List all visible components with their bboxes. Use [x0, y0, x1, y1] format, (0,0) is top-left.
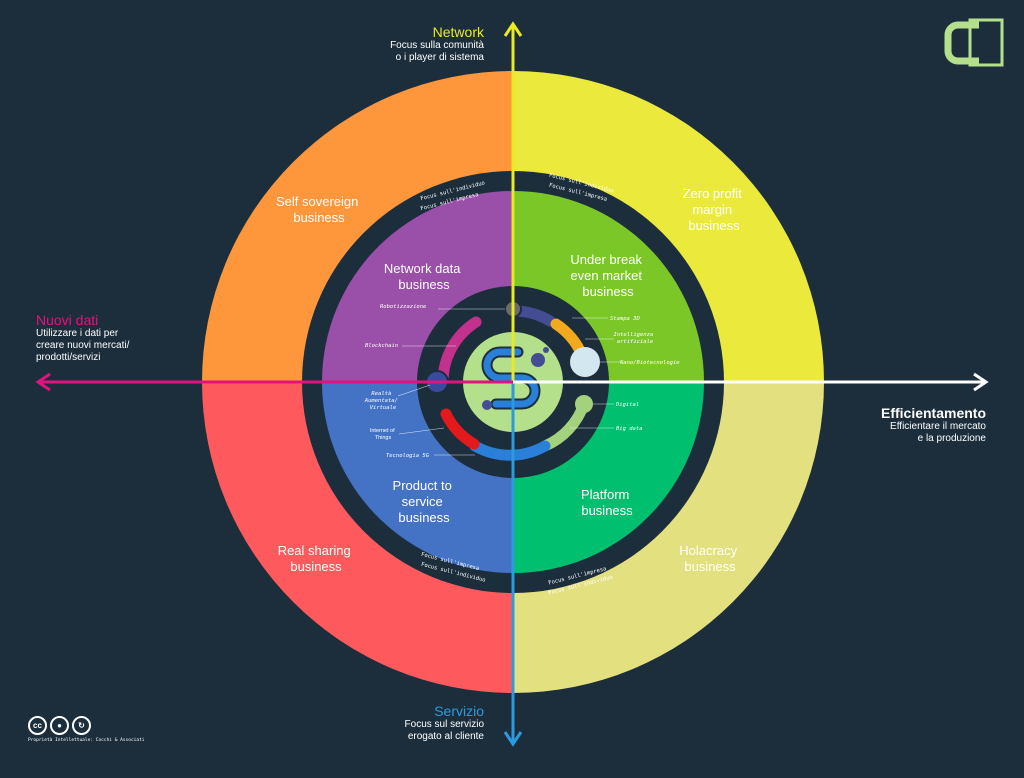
cc-icon: cc [28, 716, 47, 735]
axis-label-nuovi-dati: Nuovi dati Utilizzare i dati per creare … [36, 312, 186, 364]
arrow-network [503, 21, 523, 37]
axis-title-servizio: Servizio [434, 703, 484, 719]
brand-logo [944, 18, 1004, 67]
tech-label-stampa-3d: Stampa 3D [610, 316, 640, 322]
arrow-servizio [503, 731, 523, 747]
axis-label-network: Network Focus sulla comunità o i player … [360, 24, 484, 64]
tech-label-digital: Digital [615, 402, 639, 408]
arrow-efficientamento [973, 372, 989, 392]
axis-desc-nuovi-dati-1: Utilizzare i dati per [36, 328, 119, 339]
tech-label-5g: Tecnologia 5G [386, 453, 430, 459]
tech-label-big-data: Big data [616, 426, 643, 432]
tech-label-blockchain: Blockchain [365, 343, 398, 349]
axis-desc-efficientamento-1: Efficientare il mercato [890, 421, 986, 432]
arrow-nuovi-dati [35, 372, 51, 392]
leader-lines [397, 308, 620, 456]
tech-label-iot: Internet of Things [370, 428, 396, 441]
inner-label-top-left: Network data business [384, 261, 464, 292]
axis-desc-nuovi-dati-3: prodotti/servizi [36, 352, 101, 363]
axis-desc-nuovi-dati-2: creare nuovi mercati/ [36, 340, 130, 351]
axis-title-nuovi-dati: Nuovi dati [36, 312, 99, 328]
axis-title-network: Network [432, 24, 484, 40]
node-digital [575, 395, 593, 413]
axis-desc-network-2: o i player di sistema [395, 52, 484, 63]
inner-label-top-right: Under break even market business [570, 252, 645, 299]
axis-desc-servizio-1: Focus sul servizio [404, 719, 484, 730]
license-credit: Proprietà Intellettuale: Cocchi & Associ… [28, 738, 145, 743]
share-alike-icon: ↻ [72, 716, 91, 735]
outer-label-top-right: Zero profit margin business [683, 186, 746, 233]
attribution-icon: ● [50, 716, 69, 735]
axis-label-efficientamento: Efficientamento Efficientare il mercato … [820, 405, 986, 445]
outer-label-bottom-right: Holacracy business [679, 543, 740, 574]
outer-label-top-left: Self sovereign business [276, 194, 362, 225]
axis-desc-network-1: Focus sulla comunità [390, 40, 484, 51]
tech-label-ia: Intelligenza artificiale [613, 332, 656, 345]
tech-label-nano: Nano/Biotecnologie [619, 360, 680, 366]
tech-label-robotizzazione: Robotizzazione [380, 304, 427, 310]
arc-tecnologia-5g [469, 440, 551, 461]
inner-label-bottom-right: Platform business [581, 487, 633, 518]
axis-desc-servizio-2: erogato al cliente [407, 731, 484, 742]
arc-iot [440, 408, 480, 450]
node-nano [570, 347, 600, 377]
outer-label-bottom-left: Real sharing business [278, 543, 355, 574]
tech-label-realta: Realtà Aumentata/ Virtuale [364, 390, 401, 411]
license-block: cc ● ↻ Proprietà Intellettuale: Cocchi &… [28, 716, 145, 743]
axis-label-servizio: Servizio Focus sul servizio erogato al c… [360, 703, 484, 743]
inner-label-bottom-left: Product to service business [393, 478, 456, 525]
axis-desc-efficientamento-2: e la produzione [917, 433, 986, 444]
axis-title-efficientamento: Efficientamento [880, 405, 986, 421]
